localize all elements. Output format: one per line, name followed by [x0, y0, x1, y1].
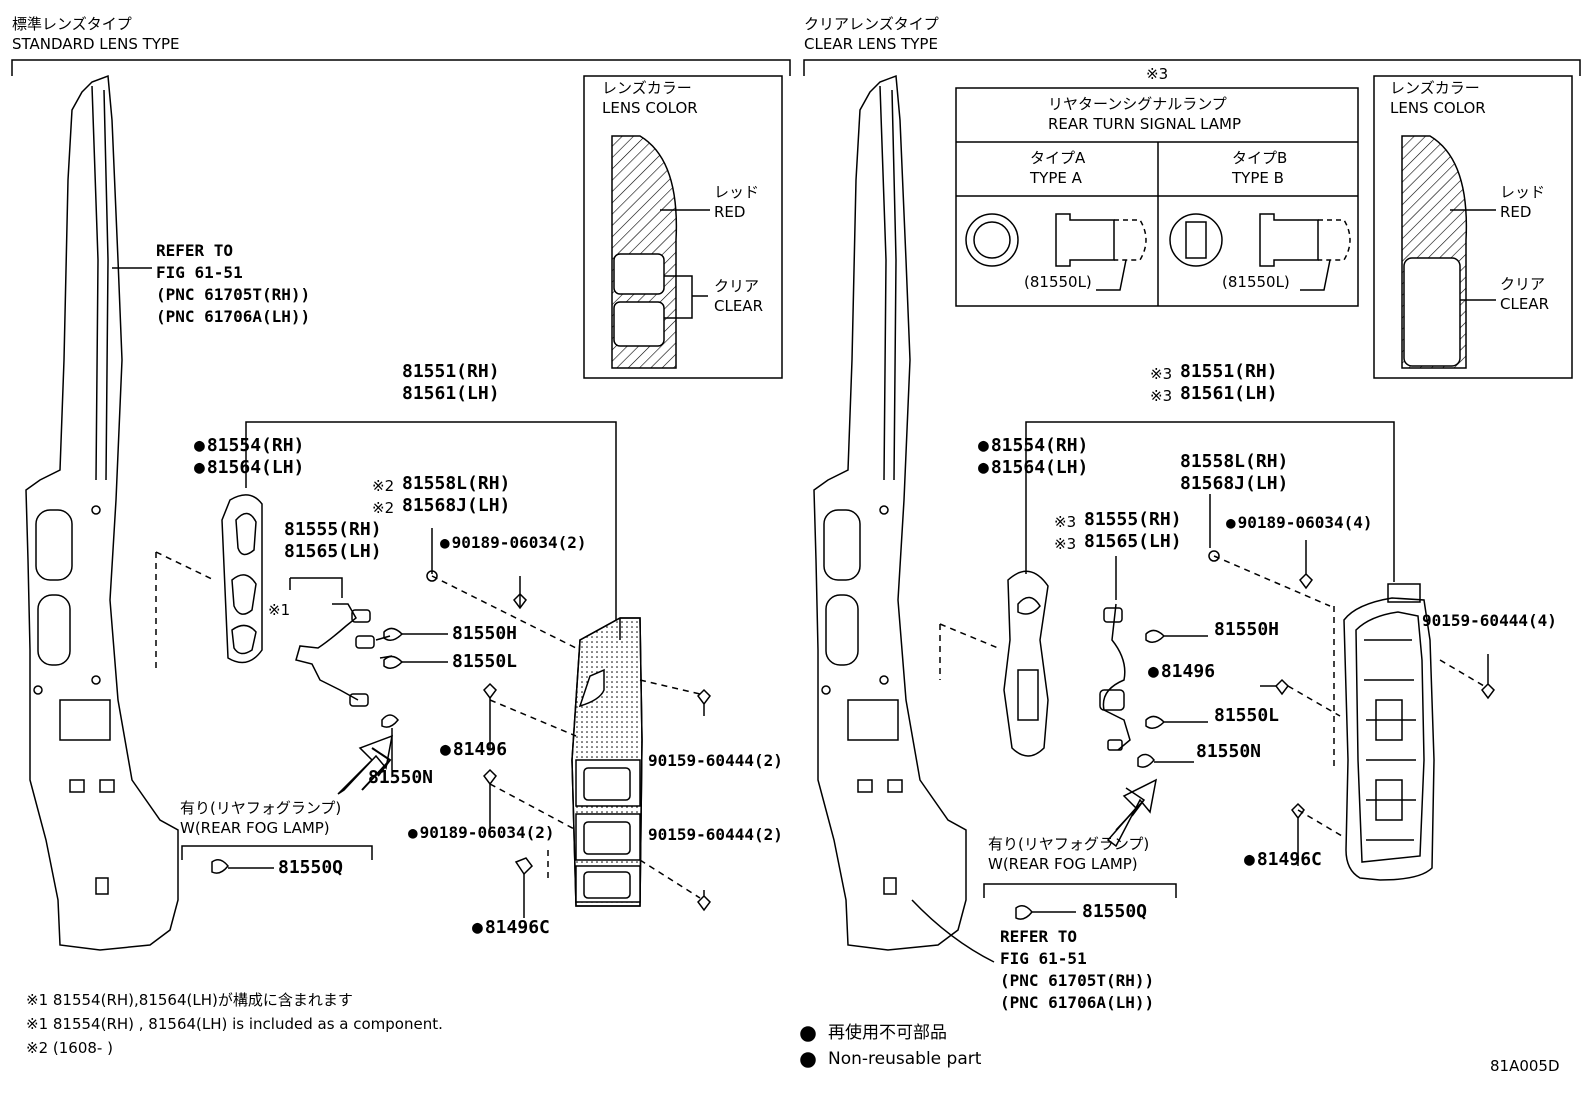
left-fog-jp: 有り(リヤフォグランプ) [180, 799, 342, 817]
right-part-81550N: 81550N [1196, 741, 1262, 762]
left-part-81550N: 81550N [368, 767, 434, 788]
type-a-en: TYPE A [1030, 169, 1082, 187]
footnote-1-jp: ※1 81554(RH),81564(LH)が構成に含まれます [26, 991, 353, 1009]
right-lens-color-title-jp: レンズカラー [1390, 79, 1480, 97]
left-part-81554: 81554(RH) [194, 435, 305, 457]
left-note2a: ※2 [372, 477, 395, 495]
left-tail-lamp [571, 617, 643, 907]
right-part-90159: 90159-60444(4) [1422, 611, 1557, 630]
left-part-81550L: 81550L [452, 651, 518, 672]
left-refer-line4: (PNC 61706A(LH)) [156, 307, 311, 326]
left-wire-harness [295, 603, 359, 701]
right-part-81555: 81555(RH) [1084, 509, 1182, 530]
right-note3-81561: ※3 [1150, 387, 1173, 405]
right-part-81496C: 81496C [1244, 849, 1322, 871]
right-part-81550H: 81550H [1214, 619, 1280, 640]
left-part-81550Q: 81550Q [278, 857, 344, 878]
left-part-81561: 81561(LH) [402, 383, 500, 404]
right-part-81550L: 81550L [1214, 705, 1280, 726]
footnote-2: ※2 (1608- ) [26, 1039, 113, 1057]
right-part-81561: 81561(LH) [1180, 383, 1278, 404]
right-note3-81555: ※3 [1054, 513, 1077, 531]
left-part-90159-b: 90159-60444(2) [648, 825, 783, 844]
type-a-part: (81550L) [1024, 273, 1092, 291]
clear-title-en: CLEAR LENS TYPE [804, 35, 938, 53]
left-lens-clear-jp: クリア [714, 277, 760, 295]
left-refer-line1: REFER TO [156, 241, 234, 260]
right-tail-lamp [1343, 583, 1435, 881]
footnote-1-en: ※1 81554(RH) , 81564(LH) is included as … [26, 1015, 443, 1033]
right-part-81550Q: 81550Q [1082, 901, 1148, 922]
right-part-90189: 90189-06034(4) [1226, 513, 1373, 532]
left-fog-en: W(REAR FOG LAMP) [180, 819, 330, 837]
left-lens-red-en: RED [714, 203, 746, 221]
left-refer-line3: (PNC 61705T(RH)) [156, 285, 311, 304]
turn-signal-title-en: REAR TURN SIGNAL LAMP [1048, 115, 1242, 133]
turn-signal-title-jp: リヤターンシグナルランプ [1048, 95, 1227, 113]
right-part-81568J: 81568J(LH) [1180, 473, 1289, 494]
left-part-81568J: 81568J(LH) [402, 495, 511, 516]
right-lens-color-title-en: LENS COLOR [1390, 99, 1486, 117]
left-lens-clear-en: CLEAR [714, 297, 763, 315]
right-fog-en: W(REAR FOG LAMP) [988, 855, 1138, 873]
standard-section-bracket [11, 59, 791, 76]
left-part-90189-b: 90189-06034(2) [408, 823, 555, 842]
left-part-81555: 81555(RH) [284, 519, 382, 540]
left-part-81551: 81551(RH) [402, 361, 500, 382]
right-gasket-81554 [1003, 570, 1049, 757]
right-refer-line4: (PNC 61706A(LH)) [1000, 993, 1155, 1012]
right-note3-81551: ※3 [1150, 365, 1173, 383]
right-part-81564: 81564(LH) [978, 457, 1089, 479]
left-lens-color-title-jp: レンズカラー [602, 79, 692, 97]
right-wire-harness [1102, 603, 1131, 751]
left-part-81496C: 81496C [472, 917, 550, 939]
right-part-81565: 81565(LH) [1084, 531, 1182, 552]
right-note3-81565: ※3 [1054, 535, 1077, 553]
right-lens-clear-jp: クリア [1500, 275, 1546, 293]
type-a-jp: タイプA [1030, 149, 1086, 167]
left-lens-red-jp: レッド [714, 183, 760, 201]
legend-non-reusable-jp: 再使用不可部品 [828, 1023, 947, 1043]
right-refer-line3: (PNC 61705T(RH)) [1000, 971, 1155, 990]
right-part-81554: 81554(RH) [978, 435, 1089, 457]
standard-title-en: STANDARD LENS TYPE [12, 35, 180, 53]
left-part-81564: 81564(LH) [194, 457, 305, 479]
right-refer-line2: FIG 61-51 [1000, 949, 1087, 968]
turn-signal-box-frame [955, 87, 1359, 307]
left-part-81558L: 81558L(RH) [402, 473, 511, 494]
clear-section-bracket [803, 59, 1581, 76]
standard-title-jp: 標準レンズタイプ [12, 15, 132, 33]
right-part-81558L: 81558L(RH) [1180, 451, 1289, 472]
type-b-part: (81550L) [1222, 273, 1290, 291]
type-b-jp: タイプB [1232, 149, 1288, 167]
left-part-81550H: 81550H [452, 623, 518, 644]
diagram-code: 81A005D [1490, 1057, 1560, 1075]
right-lens-clear-en: CLEAR [1500, 295, 1549, 313]
left-part-81496: 81496 [440, 739, 507, 761]
left-part-90159-a: 90159-60444(2) [648, 751, 783, 770]
right-lens-red-jp: レッド [1500, 183, 1546, 201]
right-lens-red-en: RED [1500, 203, 1532, 221]
left-lens-color-title-en: LENS COLOR [602, 99, 698, 117]
right-lens-color-box-frame [1373, 75, 1573, 379]
right-fog-jp: 有り(リヤフォグランプ) [988, 835, 1150, 853]
clear-title-jp: クリアレンズタイプ [804, 15, 939, 33]
legend-non-reusable-en: Non-reusable part [828, 1049, 982, 1069]
left-body-panel [25, 74, 179, 951]
left-gasket-81554 [221, 494, 263, 664]
left-note1: ※1 [268, 601, 291, 619]
type-b-en: TYPE B [1232, 169, 1284, 187]
right-part-81496: 81496 [1148, 661, 1215, 683]
left-part-81565: 81565(LH) [284, 541, 382, 562]
left-lens-color-box-frame [583, 75, 783, 379]
left-refer-line2: FIG 61-51 [156, 263, 243, 282]
left-note2b: ※2 [372, 499, 395, 517]
right-body-panel [813, 74, 967, 951]
left-part-90189-a: 90189-06034(2) [440, 533, 587, 552]
right-part-81551: 81551(RH) [1180, 361, 1278, 382]
right-refer-line1: REFER TO [1000, 927, 1078, 946]
turn-signal-note: ※3 [1146, 65, 1169, 83]
